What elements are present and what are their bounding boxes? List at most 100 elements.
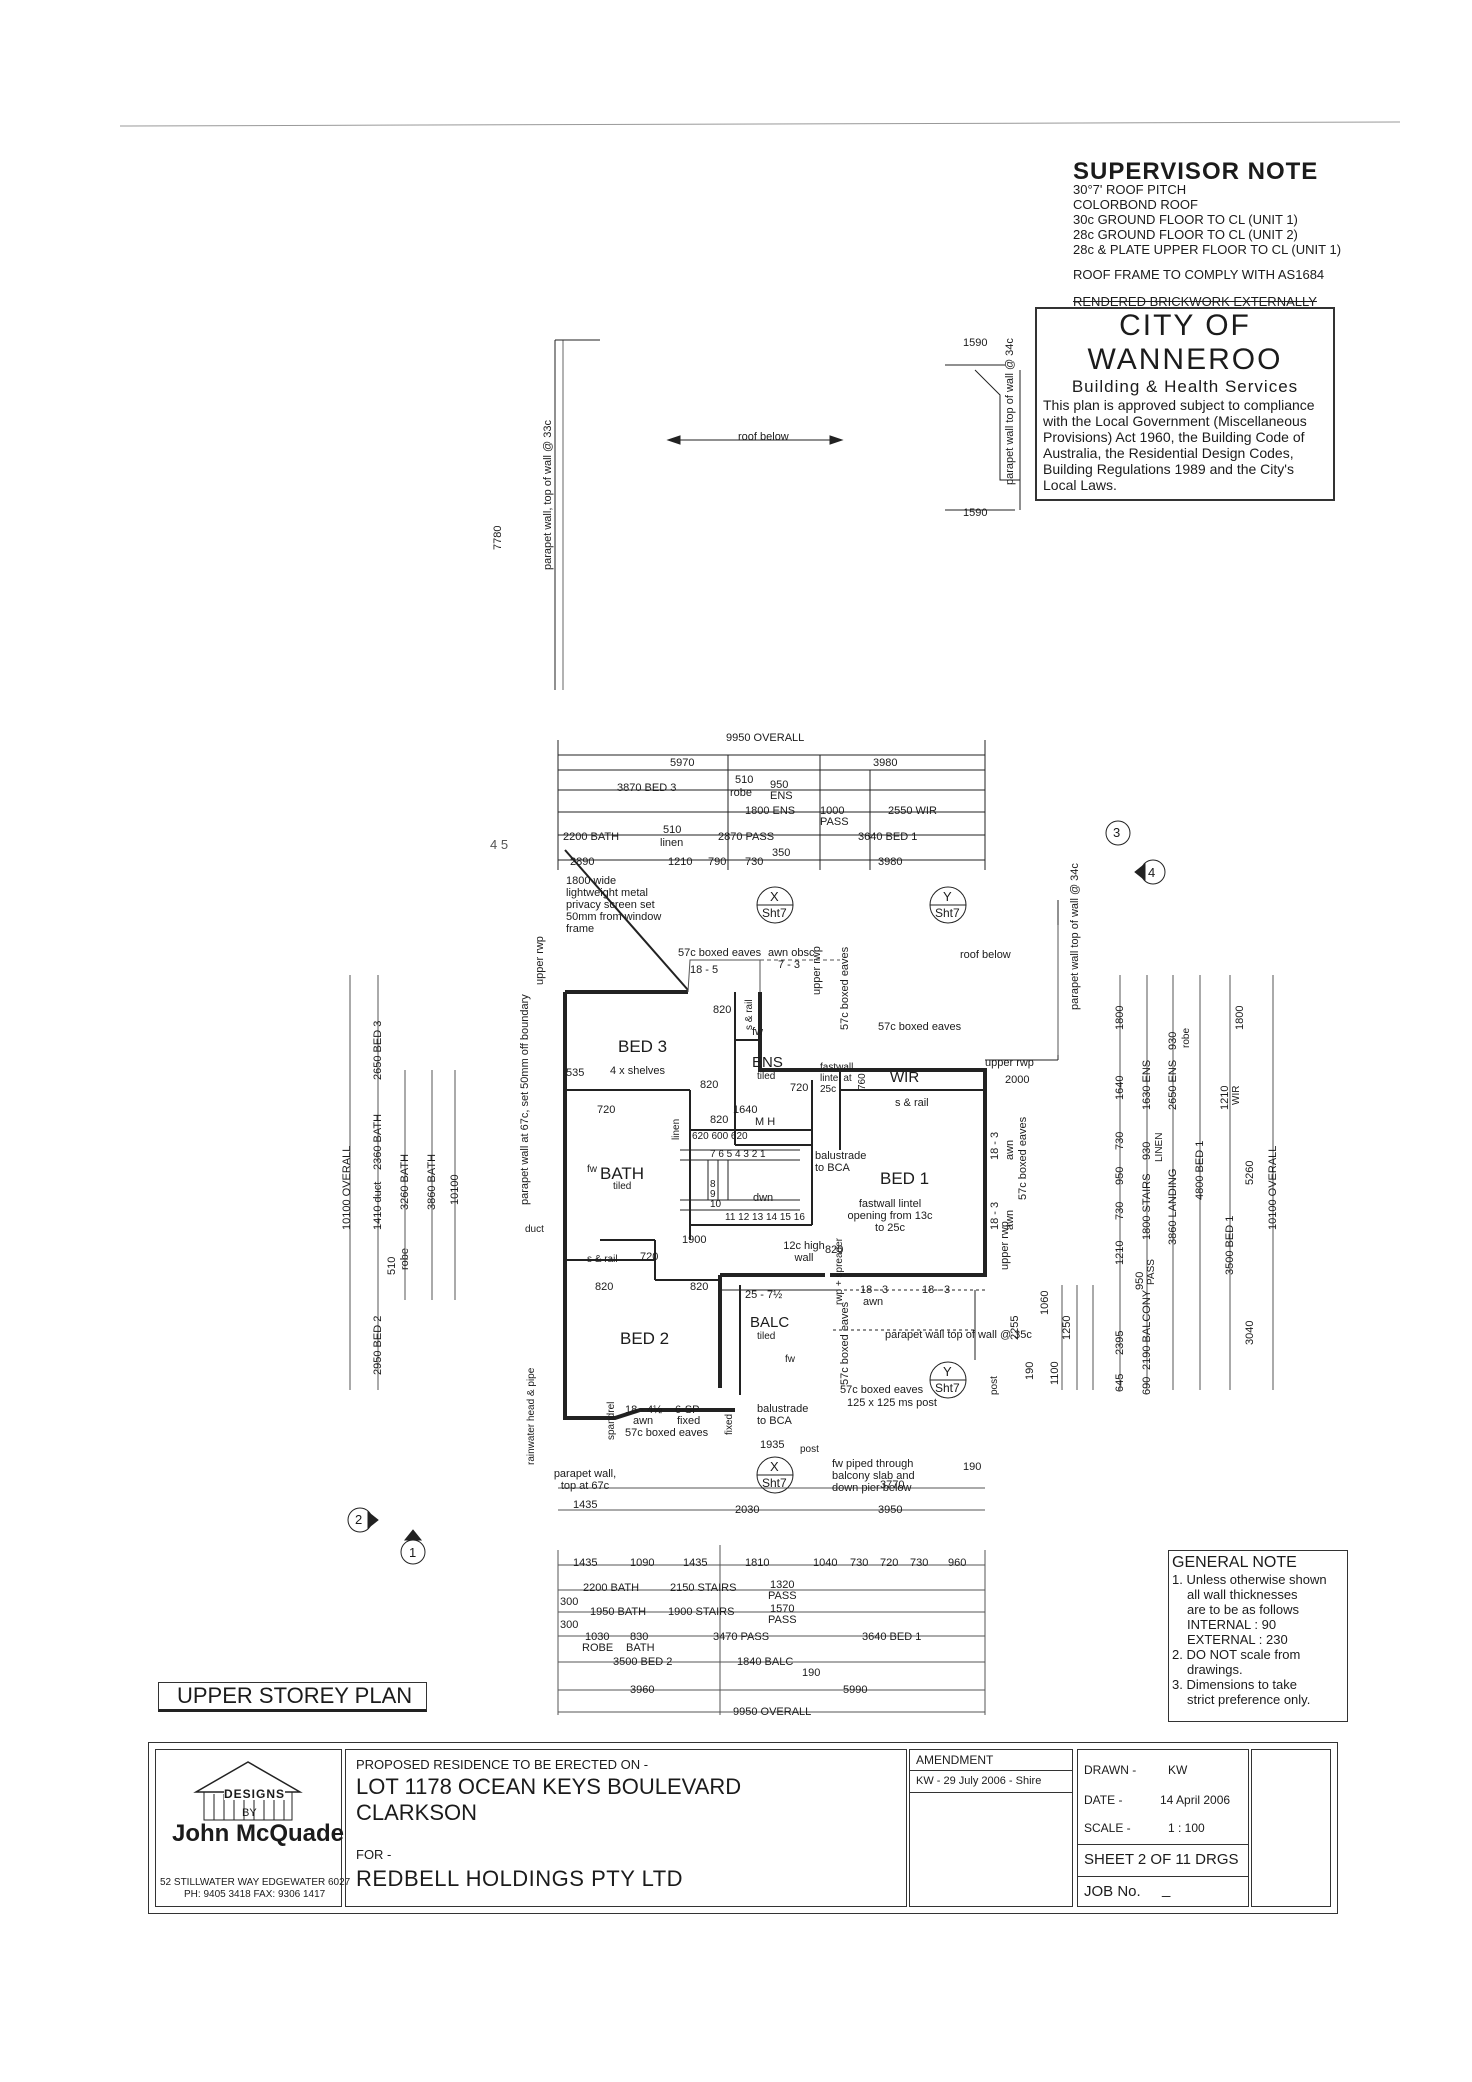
dim-b-3960: 3960: [630, 1684, 655, 1696]
dim-1800-ens: 1800 ENS: [745, 805, 796, 817]
dim-r-645: 645: [1114, 1373, 1126, 1392]
logo-designs: DESIGNS: [224, 1787, 286, 1801]
dim-r-4800-bed1: 4800 BED 1: [1194, 1140, 1206, 1200]
supervisor-note-line: 30°7' ROOF PITCH: [1073, 182, 1187, 197]
dim-3950: 3950: [878, 1504, 903, 1516]
supervisor-note-lines: 30°7' ROOF PITCH COLORBOND ROOF 30c GROU…: [1073, 182, 1341, 257]
amendment-cell: AMENDMENT KW - 29 July 2006 - Shire: [909, 1749, 1073, 1907]
stair-down: dwn: [753, 1192, 774, 1204]
job-label: JOB No.: [1084, 1883, 1141, 1900]
dim-b-1570: 1570: [770, 1603, 795, 1615]
parapet-67c-label: parapet wall at 67c, set 50mm off bounda…: [519, 994, 531, 1205]
awn-c: awn: [863, 1296, 884, 1308]
dim-1210-top: 1210: [668, 856, 693, 868]
fixed-label: fixed: [724, 1413, 735, 1435]
date-label: DATE -: [1084, 1793, 1123, 1807]
ms-post: 125 x 125 ms post: [847, 1397, 937, 1409]
dim-3260-bath: 3260 BATH: [399, 1153, 411, 1210]
dim-510-robe-left: robe: [399, 1247, 411, 1270]
window-18-4: 18 - 4½: [625, 1404, 663, 1416]
window-18-3-a: 18 - 3: [989, 1131, 1001, 1160]
roof-below-2: roof below: [960, 949, 1011, 961]
dim-1900: 1900: [682, 1234, 707, 1246]
room-bed3: BED 3: [618, 1037, 668, 1056]
eaves-57c-ens: 57c boxed eaves: [839, 946, 851, 1030]
manhole-label: M H: [755, 1116, 776, 1128]
dim-3640-bed1-top: 3640 BED 1: [858, 831, 918, 843]
dim-b-960: 960: [948, 1557, 967, 1569]
dim-3860-bath: 3860 BATH: [426, 1153, 438, 1210]
section-y-top-letter: Y: [943, 889, 952, 904]
dim-b-1840-balc: 1840 BALC: [737, 1656, 794, 1668]
upper-rwp-d: upper rwp: [999, 1221, 1011, 1270]
dim-2650-bed3: 2650 BED 3: [372, 1020, 384, 1080]
dim-r-1210: 1210: [1114, 1240, 1126, 1265]
dim-b-730a: 730: [850, 1557, 869, 1569]
parapet-67c-bottom: parapet wall, top at 67c: [553, 1468, 617, 1493]
stamp-text: Australia, the Residential Design Codes,: [1043, 445, 1294, 462]
stair-numbers-bottom: 11 12 13 14 15 16: [725, 1212, 805, 1223]
general-note-box: GENERAL NOTE 1. Unless otherwise shown a…: [1168, 1550, 1348, 1722]
balustrade-1: balustrade to BCA: [815, 1150, 867, 1175]
eaves-57c-balc: 57c boxed eaves: [839, 1301, 851, 1385]
general-note-item: 3. Dimensions to take: [1172, 1677, 1298, 1692]
scale-label: SCALE -: [1084, 1821, 1131, 1835]
dim-r-2395: 2395: [1114, 1330, 1126, 1355]
date-value: 14 April 2006: [1160, 1793, 1231, 1807]
dim-r-3040: 3040: [1244, 1320, 1256, 1345]
dim-r-1800: 1800: [1114, 1005, 1126, 1030]
internal-walls: [565, 992, 985, 1395]
dim-2950-bed2: 2950 BED 2: [372, 1315, 384, 1375]
window-fixed: fixed: [677, 1415, 701, 1427]
dim-720-b: 720: [597, 1104, 616, 1116]
duct-label: duct: [525, 1224, 544, 1235]
dim-820-d: 820: [825, 1244, 844, 1256]
dim-r-1250: 1250: [1061, 1315, 1073, 1340]
stamp-text: Building Regulations 1989 and the City's: [1043, 461, 1294, 478]
dim-r-690: 690: [1141, 1376, 1153, 1395]
stair-9: 9: [710, 1189, 716, 1200]
amendment-entry: KW - 29 July 2006 - Shire: [916, 1775, 1042, 1787]
section-x-bottom-letter: X: [770, 1459, 779, 1474]
dim-b-5990: 5990: [843, 1684, 868, 1696]
parapet-35c-line1: parapet wall top of wall @ 35c: [885, 1329, 1032, 1341]
proposed-label: PROPOSED RESIDENCE TO BE ERECTED ON -: [356, 1757, 649, 1772]
dim-350: 350: [772, 847, 791, 859]
linen-label: linen: [671, 1118, 682, 1140]
parapet-34c-top-label: parapet wall top of wall @ 34c: [1004, 338, 1016, 485]
window-25-7: 25 - 7½: [745, 1289, 783, 1301]
project-cell: PROPOSED RESIDENCE TO BE ERECTED ON - LO…: [345, 1749, 907, 1907]
ens-tiled: tiled: [757, 1071, 776, 1082]
elevation-marker-1: 1: [409, 1545, 417, 1560]
dim-510-linen-label: linen: [660, 837, 684, 849]
dim-b-1040: 1040: [813, 1557, 838, 1569]
dim-950-ens: 950: [770, 779, 789, 791]
dim-510-robe-label: robe: [730, 787, 753, 799]
fw-bath: fw: [587, 1164, 597, 1175]
window-18-3-c: 18 - 3: [860, 1284, 889, 1296]
dim-5970: 5970: [670, 757, 695, 769]
dim-510-linen: 510: [663, 824, 682, 836]
dim-2360-bath: 2360 BATH: [372, 1113, 384, 1170]
dim-1590-bottom: 1590: [963, 507, 988, 519]
rainwater-head: rainwater head & pipe: [526, 1367, 537, 1465]
dim-b-1810: 1810: [745, 1557, 770, 1569]
dim-950-ens-label: ENS: [770, 790, 793, 802]
blank-cell: [1251, 1749, 1331, 1907]
dim-2200-bath: 2200 BATH: [563, 831, 620, 843]
dim-820-b: 820: [700, 1079, 719, 1091]
section-y-right-sheet: Sht7: [935, 1381, 960, 1395]
fw-balc: fw: [785, 1354, 795, 1365]
fastwall-lintel: fastwall lintel at 25c: [820, 1062, 854, 1095]
stamp-text: Local Laws.: [1043, 477, 1117, 494]
dim-10100-left: 10100: [449, 1174, 461, 1205]
section-y-right-letter: Y: [943, 1364, 952, 1379]
dim-b-1320: 1320: [770, 1579, 795, 1591]
balc-tiled: tiled: [757, 1331, 776, 1342]
dim-overall-top: 9950 OVERALL: [726, 732, 805, 744]
designer-logo-cell: DESIGNS BY John McQuade 52 STILLWATER WA…: [155, 1749, 350, 1907]
logo-name: John McQuade: [172, 1820, 345, 1847]
upper-rwp-c: upper rwp: [985, 1057, 1034, 1069]
post-label-2: post: [800, 1444, 819, 1455]
dim-790: 790: [708, 856, 727, 868]
